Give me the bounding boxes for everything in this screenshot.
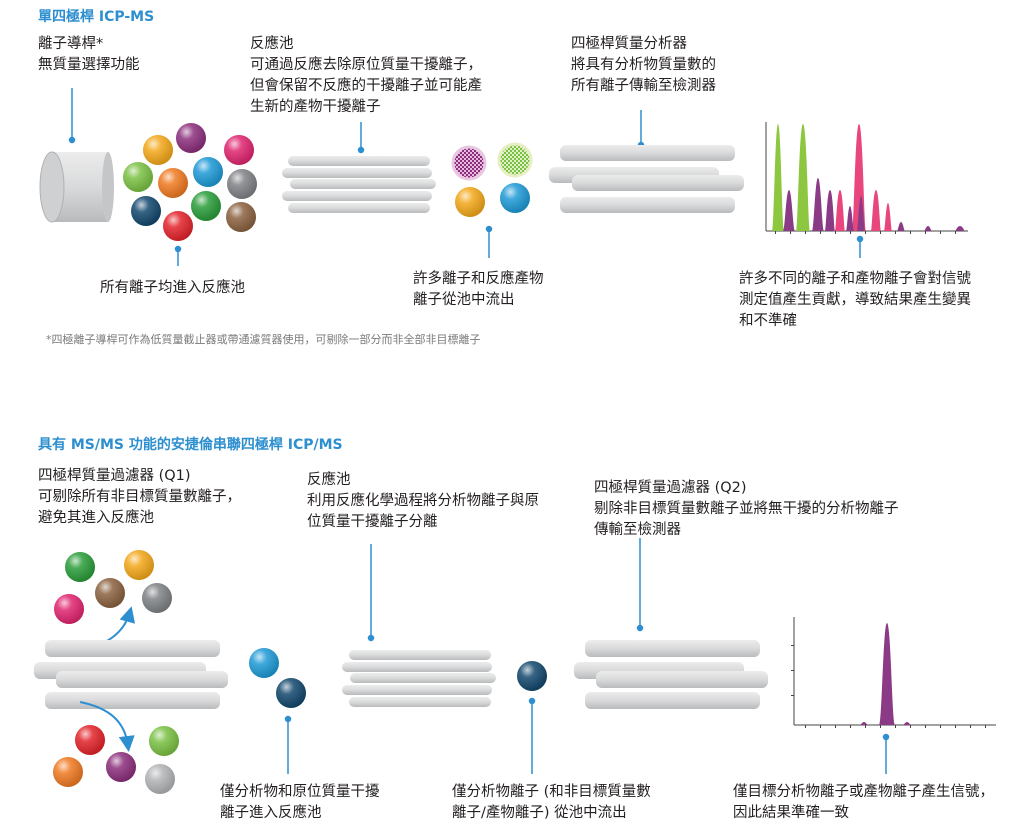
quadrupole-analyzer-label: 四極桿質量分析器 將具有分析物質量數的 所有離子傳輸至檢測器 [571,36,716,94]
bottom-reaction-cell-rods [342,650,496,707]
q1-label: 四極桿質量過濾器 (Q1) 可剔除所有非目標質量數離子， 避免其進入反應池 [38,468,241,526]
analyte-exit-label: 僅分析物離子 (和非目標質量數 離子/產物離子) 從池中流出 [452,784,651,821]
accurate-signal-label: 僅目標分析物離子或產物離子產生信號， 因此結果準確一致 [733,784,994,821]
footnote: *四極離子導桿可作為低質量截止器或帶通濾質器使用，可剔除一部分而非全部非目標離子 [46,333,481,346]
bottom-section-title: 具有 MS/MS 功能的安捷倫串聯四極桿 ICP/MS [38,437,343,453]
q1-rejected-ions-upper [54,550,172,624]
top-reaction-cell-rods [282,156,436,213]
arrow-down [79,701,135,752]
bottom-leader-lines [284,538,890,774]
analyte-enter-label: 僅分析物和原位質量干擾 離子進入反應池 [220,784,380,821]
q1-rods [34,640,228,709]
q2-label: 四極桿質量過濾器 (Q2) 剔除非目標質量數離子並將無干擾的分析物離子 傳輸至檢… [594,480,899,538]
ion-guide-label: 離子導桿* 無質量選擇功能 [38,36,140,73]
analyte-exit-ion [517,661,547,691]
reaction-cell-ms-label: 反應池 利用反應化學過程將分析物離子與原 位質量干擾離子分離 [307,472,539,530]
top-quadrupole-rods [549,145,744,213]
q1-rejected-ions-lower [53,725,179,794]
reaction-cell-label: 反應池 可通過反應去除原位質量干擾離子， 但會保留不反應的干擾離子並可能產 生新… [250,36,482,115]
q2-rods [574,640,768,709]
analyte-interference-ions [249,648,306,708]
bottom-spectrum [791,617,996,728]
top-spectrum [765,122,968,234]
ions-exit-label: 許多離子和反應產物 離子從池中流出 [413,271,544,308]
top-section-title: 單四極桿 ICP-MS [38,9,155,25]
top-exit-ions [451,142,533,217]
ion-guide-cylinder [39,151,114,223]
signal-variance-label: 許多不同的離子和產物離子會對信號 測定值產生貢獻，導致結果產生變異 和不準確 [739,271,971,329]
top-ion-cluster [123,123,257,241]
all-ions-enter-label: 所有離子均進入反應池 [100,280,245,296]
